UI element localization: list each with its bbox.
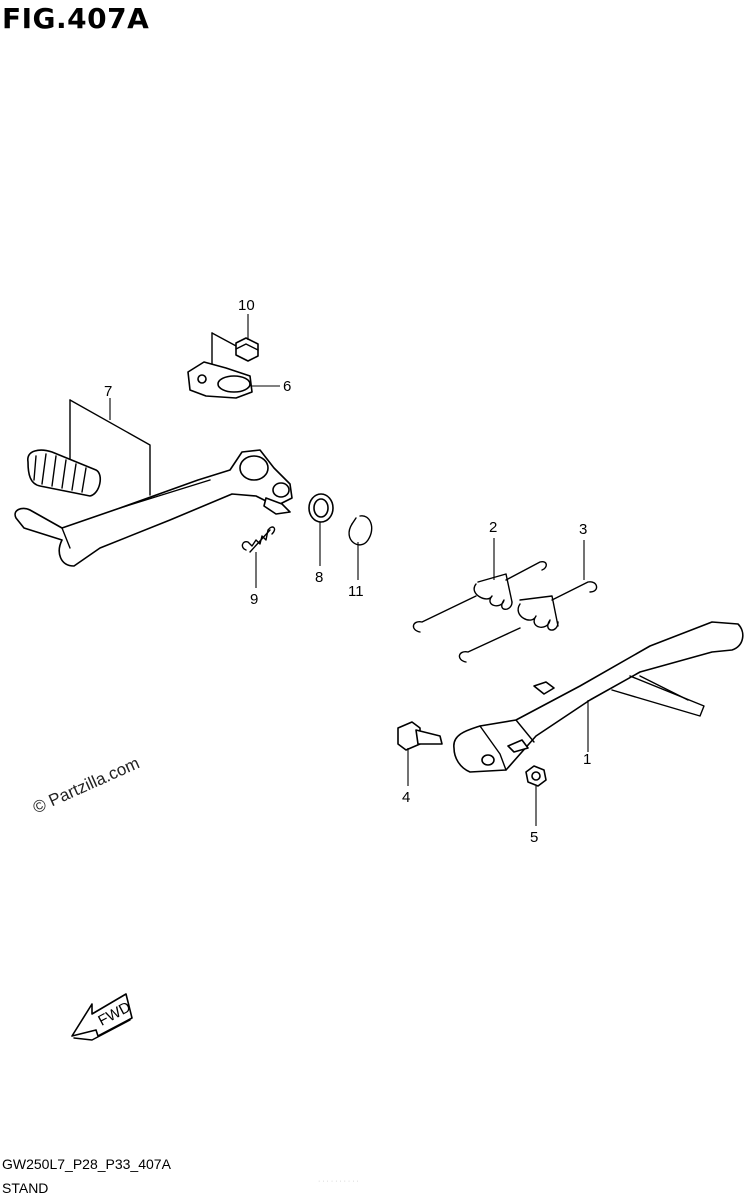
part-1-side-stand[interactable] (453, 621, 744, 773)
callout-7: 7 (104, 383, 112, 400)
callout-6: 6 (283, 378, 291, 395)
callout-9: 9 (250, 591, 258, 608)
callout-10: 10 (238, 297, 255, 314)
faint-caption: · · · · · · · · · · (318, 1178, 359, 1185)
callout-3: 3 (579, 521, 587, 538)
part-2-spring[interactable] (412, 560, 547, 633)
fwd-arrow-icon: FWD (71, 993, 134, 1041)
figure-code: GW250L7_P28_P33_407A (2, 1156, 171, 1172)
callout-1: 1 (583, 751, 591, 768)
part-8-washer[interactable] (308, 493, 334, 523)
part-5-nut[interactable] (525, 765, 547, 787)
callout-5: 5 (530, 829, 538, 846)
part-10-bolt[interactable] (211, 332, 259, 381)
figure-name: STAND (2, 1180, 49, 1196)
part-4-pivot-bolt[interactable] (397, 721, 443, 751)
figure-title: FIG.407A (2, 2, 150, 35)
part-11-circlip[interactable] (348, 515, 373, 546)
part-9-spring[interactable] (241, 526, 276, 553)
part-7-brake-pedal[interactable] (14, 399, 293, 567)
callout-4: 4 (402, 789, 410, 806)
part-3-spring[interactable] (458, 581, 598, 663)
callout-8: 8 (315, 569, 323, 586)
callout-2: 2 (489, 519, 497, 536)
part-6-bracket[interactable] (187, 361, 253, 399)
callout-11: 11 (348, 583, 364, 600)
